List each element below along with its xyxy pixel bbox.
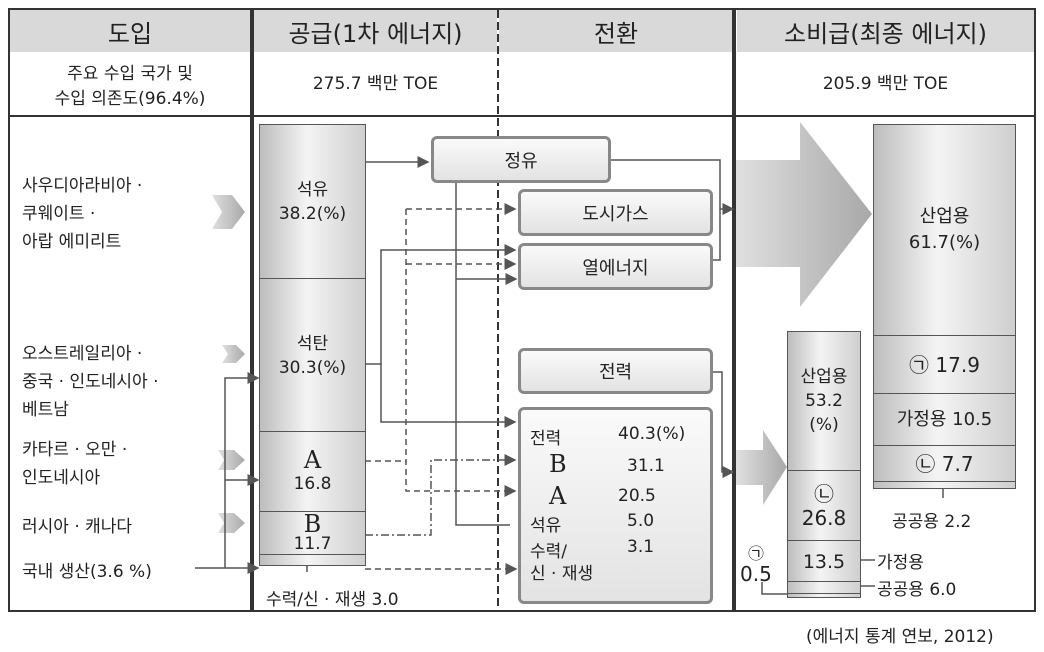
source-domestic: 국내 생산(3.6 %) (22, 562, 152, 582)
final-public (874, 481, 1015, 489)
mix-label: A (549, 482, 567, 510)
mix-label: B (549, 450, 567, 478)
value: 26.8 (801, 506, 847, 530)
final-public-label: 공공용 2.2 (892, 512, 972, 532)
power-public (788, 581, 860, 594)
value: 61.7(%) (908, 232, 981, 253)
refinery-box: 정유 (431, 136, 611, 183)
power-g (788, 593, 860, 598)
power-household: 13.5 (788, 540, 860, 582)
source-line: 중국 · 인도네시아 · (22, 372, 159, 392)
final-household: 가정용 10.5 (874, 393, 1015, 446)
intro-subheader: 주요 수입 국가 및 수입 의존도(96.4%) (10, 62, 250, 112)
source-line: 오스트레일리아 · (22, 344, 143, 364)
mix-value: 3.1 (627, 537, 655, 557)
label: 석유 (296, 179, 329, 200)
supply-hydro (260, 554, 365, 566)
value: (%) (809, 415, 839, 435)
header-supply: 공급(1차 에너지) (254, 10, 497, 52)
value: 53.2 (805, 391, 843, 411)
source-b-countries: 러시아 · 캐나다 (22, 517, 133, 537)
label: ㉡ (814, 482, 834, 506)
mix-value: 5.0 (627, 511, 655, 531)
final-n: ㉡ 7.7 (874, 445, 1015, 482)
mix-value: 40.3(%) (618, 424, 686, 444)
supply-oil: 석유 38.2(%) (260, 125, 365, 278)
header-conversion: 전환 (499, 10, 733, 52)
city-gas-box: 도시가스 (518, 189, 713, 236)
value: 30.3(%) (278, 357, 347, 378)
power-industry: 산업용 53.2 (%) (788, 332, 860, 470)
mix-label: 수력/ (530, 542, 568, 562)
label: B (303, 509, 322, 538)
mix-label: 신 · 재생 (530, 564, 594, 584)
supply-hydro-label: 수력/신 · 재생 3.0 (266, 590, 399, 610)
source-line: 쿠웨이트 · (22, 204, 96, 224)
value: 11.7 (293, 533, 332, 554)
power-public-label: 공공용 6.0 (877, 580, 957, 600)
label: 석탄 (296, 333, 329, 354)
source-oil-countries: 사우디아라비아 · 쿠웨이트 · 아랍 에미리트 (22, 172, 142, 256)
label: 산업용 (800, 367, 848, 387)
source-line: 아랍 에미리트 (22, 232, 122, 252)
final-industry: 산업용 61.7(%) (874, 125, 1015, 335)
supply-total: 275.7 백만 TOE (312, 74, 439, 94)
label: 산업용 (919, 206, 970, 227)
mix-value: 20.5 (618, 486, 656, 506)
power-g-value: 0.5 (740, 562, 772, 586)
mix-label: 전력 (530, 429, 562, 449)
value: 38.2(%) (278, 203, 347, 224)
final-energy-bar: 산업용 61.7(%) ㉠ 17.9 가정용 10.5 ㉡ 7.7 (873, 124, 1016, 489)
value: 16.8 (293, 474, 332, 494)
intro-line1: 주요 수입 국가 및 (67, 64, 193, 84)
header-consumption: 소비급(최종 에너지) (737, 10, 1034, 52)
mix-label: 석유 (530, 516, 562, 536)
mix-value: 31.1 (627, 456, 665, 476)
source-a-countries: 카타르 · 오만 · 인도네시아 (22, 436, 127, 492)
power-mix-box: 전력 40.3(%) B 31.1 A 20.5 석유 5.0 수력/ 신 · … (518, 407, 713, 604)
power-box: 전력 (518, 348, 713, 394)
power-g-mark: ㉠ (748, 544, 765, 563)
intro-line2: 수입 의존도(96.4%) (54, 89, 206, 109)
final-g: ㉠ 17.9 (874, 335, 1015, 394)
label: A (303, 446, 322, 474)
header-intro: 도입 (10, 10, 250, 52)
source-line: 인도네시아 (22, 468, 101, 488)
consumption-total: 205.9 백만 TOE (822, 74, 949, 94)
power-household-label: 가정용 (877, 553, 924, 573)
diagram-frame (8, 8, 1036, 612)
source-line: 사우디아라비아 · (22, 176, 143, 196)
supply-coal: 석탄 30.3(%) (260, 278, 365, 432)
source-line: 베트남 (22, 400, 69, 420)
heat-box: 열에너지 (518, 243, 713, 290)
source-coal-countries: 오스트레일리아 · 중국 · 인도네시아 · 베트남 (22, 340, 159, 424)
source-line: 카타르 · 오만 · (22, 440, 128, 460)
source-note: (에너지 통계 연보, 2012) (806, 627, 994, 647)
